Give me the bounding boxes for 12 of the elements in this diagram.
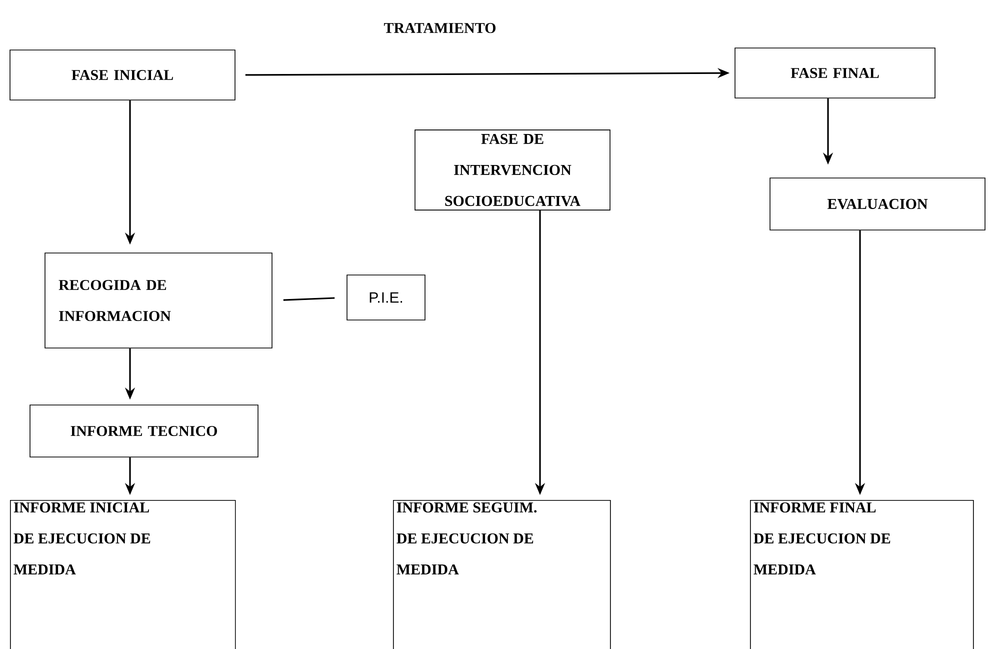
report-box: INFORME FINAL DE EJECUCION DE MEDIDA (750, 500, 974, 649)
process-box: FASE DE INTERVENCION SOCIOEDUCATIVA (414, 130, 610, 210)
process-box: RECOGIDA DE INFORMACION (44, 252, 272, 348)
connector-line (283, 297, 335, 301)
process-box: P.I.E. (346, 274, 426, 320)
report-box: INFORME SEGUIM. DE EJECUCION DE MEDIDA (393, 500, 611, 649)
process-box: EVALUACION (770, 178, 986, 230)
process-box: FASE INICIAL (10, 50, 236, 100)
heading: TRATAMIENTO (384, 22, 496, 34)
report-box: INFORME INICIAL DE EJECUCION DE MEDIDA (10, 500, 236, 649)
process-box: FASE FINAL (734, 48, 936, 98)
process-box: INFORME TECNICO (30, 404, 258, 458)
